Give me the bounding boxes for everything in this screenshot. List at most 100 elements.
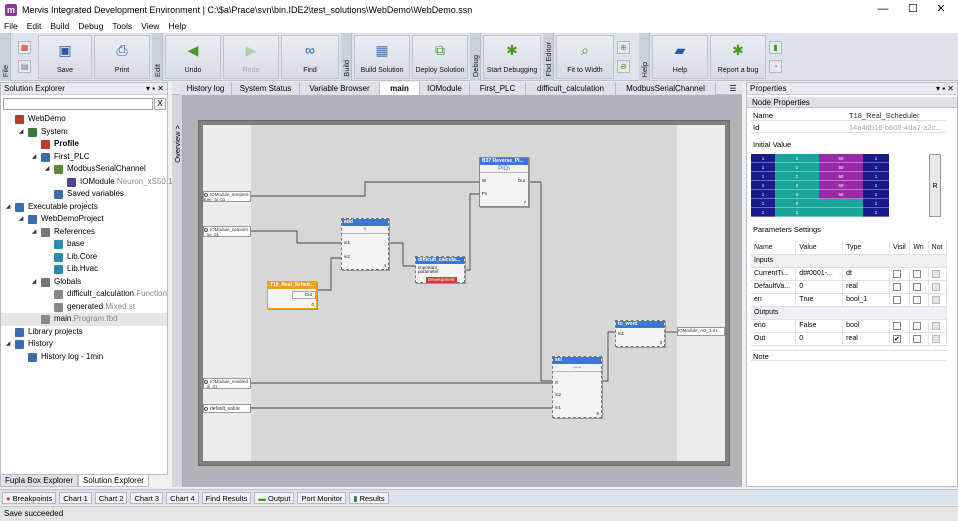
tab-chart-1[interactable]: Chart 1 xyxy=(59,491,92,504)
open-small-button[interactable]: ▦ xyxy=(18,41,31,54)
fit-to-width-button[interactable]: ⌕Fit to Width xyxy=(556,35,614,79)
schedule-cell[interactable]: 1 xyxy=(751,181,775,190)
tab-chart-3[interactable]: Chart 3 xyxy=(130,491,164,504)
tree-item[interactable]: ◢Globals xyxy=(1,276,167,289)
input-setpoint[interactable]: IOModule_setpoint _ao_01 xyxy=(203,226,251,237)
schedule-cell[interactable] xyxy=(889,181,927,190)
tree-item[interactable]: ◢ModbusSerialChannel xyxy=(1,163,167,176)
pin-pv[interactable]: Pv xyxy=(482,191,488,196)
zoom-in-button[interactable]: ⊕ xyxy=(617,41,630,54)
schedule-cell[interactable]: 50 xyxy=(819,163,863,172)
schedule-cell[interactable]: 2 xyxy=(775,154,819,163)
menu-file[interactable]: File xyxy=(4,21,18,31)
input-enabled[interactable]: IOModule_enabled _di_01 xyxy=(203,378,251,389)
tab-first-plc[interactable]: First_PLC xyxy=(470,82,526,95)
tab-chart-2[interactable]: Chart 2 xyxy=(94,491,128,504)
schedule-cell[interactable]: 2 xyxy=(775,181,819,190)
ribbon-group-build[interactable]: Build xyxy=(341,33,352,81)
zoom-out-button[interactable]: ⊖ xyxy=(617,60,630,73)
tab-chart-4[interactable]: Chart 4 xyxy=(166,491,199,504)
redo-button[interactable]: ▶Redo xyxy=(223,35,279,79)
tree-item[interactable]: ◢References xyxy=(1,226,167,239)
schedule-cell[interactable]: 1 xyxy=(751,163,775,172)
schedule-cell[interactable] xyxy=(889,199,927,208)
tree-item[interactable]: Lib.Hvac xyxy=(1,263,167,276)
tree-item[interactable]: main.Program.fbd xyxy=(1,313,167,326)
schedule-cell[interactable]: 2 xyxy=(775,190,819,199)
tab-breakpoints[interactable]: ● Breakpoints xyxy=(2,491,57,504)
tree-item[interactable]: Lib.Core xyxy=(1,251,167,264)
pin-in2[interactable]: in2 xyxy=(344,254,351,259)
visible-checkbox[interactable] xyxy=(892,269,901,278)
tree-item[interactable]: WebDemo xyxy=(1,113,167,126)
tabs-menu-icon[interactable]: ☰ xyxy=(729,84,737,93)
build-solution-button[interactable]: ▦Build Solution xyxy=(354,35,410,79)
input-temperature[interactable]: IOModule_tempera ture_ai_01 xyxy=(203,191,251,202)
block-to-word[interactable]: to_word in1 3 xyxy=(615,320,665,347)
note-row[interactable]: Note xyxy=(751,350,946,361)
ribbon-group-fbd-editor[interactable]: Fbd Editor xyxy=(543,33,554,81)
schedule-cell[interactable]: 2 xyxy=(775,208,819,217)
input-default-value[interactable]: default_value xyxy=(203,404,251,413)
pin-g[interactable]: G xyxy=(555,380,559,385)
menu-help[interactable]: Help xyxy=(168,21,186,31)
schedule-cell[interactable]: 2 xyxy=(775,172,819,181)
schedule-cell[interactable]: 1 xyxy=(863,181,889,190)
expand-arrow-icon[interactable]: ◢ xyxy=(31,278,37,285)
param-row[interactable]: CurrentTi...dt#0001-...dt xyxy=(751,267,948,281)
pin-in2[interactable]: in2 xyxy=(555,392,562,397)
tab-system-status[interactable]: System Status xyxy=(232,82,300,95)
expand-arrow-icon[interactable]: ◢ xyxy=(5,341,11,347)
tab-find-results[interactable]: Find Results xyxy=(201,491,252,504)
tab-iomodule[interactable]: IOModule xyxy=(420,82,470,95)
help-small-button[interactable]: ▮ xyxy=(769,41,782,54)
report-bug-button[interactable]: ✱Report a bug xyxy=(710,35,766,79)
pin-in1[interactable]: in1 xyxy=(555,405,562,410)
pin-out[interactable]: Out xyxy=(304,292,312,297)
schedule-cell[interactable]: 1 xyxy=(863,199,889,208)
expand-arrow-icon[interactable]: ◢ xyxy=(18,128,24,135)
tree-item[interactable]: ◢Executable projects xyxy=(1,201,167,214)
schedule-cell[interactable]: 1 xyxy=(751,154,775,163)
tree-item[interactable]: ◢WebDemoProject xyxy=(1,213,167,226)
reset-schedule-button[interactable]: R xyxy=(929,154,941,217)
pin-w[interactable]: W xyxy=(482,178,487,183)
schedule-cell[interactable]: 1 xyxy=(751,172,775,181)
output-ao[interactable]: IOModule_AO_1.01 xyxy=(677,327,725,336)
write-checkbox[interactable] xyxy=(913,282,922,291)
block-sel[interactable]: sel ⇒⇒ G in2 in1 5 xyxy=(552,356,602,418)
help-button[interactable]: ▰Help xyxy=(652,35,708,79)
new-small-button[interactable]: ▤ xyxy=(18,60,31,73)
overview-toggle[interactable]: Overview > xyxy=(172,95,183,487)
tree-item[interactable]: Library projects xyxy=(1,326,167,339)
panel-controls[interactable]: ▾ ▪ ✕ xyxy=(146,84,164,93)
visible-checkbox[interactable] xyxy=(892,321,901,330)
pin-in1[interactable]: in1 xyxy=(618,331,625,336)
menu-tools[interactable]: Tools xyxy=(112,21,133,31)
visible-checkbox[interactable] xyxy=(892,295,901,304)
tab-modbus-serial-channel[interactable]: ModbusSerialChannel xyxy=(616,82,716,95)
tab-results[interactable]: ▮ Results xyxy=(349,491,389,504)
ribbon-group-edit[interactable]: Edit xyxy=(152,33,163,81)
schedule-cell[interactable]: 50 xyxy=(819,172,863,181)
write-checkbox[interactable] xyxy=(913,334,922,343)
schedule-cell[interactable]: 2 xyxy=(775,199,819,208)
tree-item[interactable]: IOModule.Neuron_xS50.1.0.v xyxy=(1,176,185,189)
schedule-cell[interactable] xyxy=(889,208,927,217)
schedule-cell[interactable] xyxy=(889,154,927,163)
menu-view[interactable]: View xyxy=(141,21,160,31)
write-checkbox[interactable] xyxy=(913,321,922,330)
expand-arrow-icon[interactable]: ◢ xyxy=(44,166,50,172)
maximize-button[interactable]: ☐ xyxy=(908,3,918,15)
pin-in1[interactable]: in1 xyxy=(344,240,351,245)
minimize-button[interactable]: — xyxy=(877,3,889,15)
pin-important-parameter[interactable]: important_ parameter xyxy=(418,265,440,274)
visible-checkbox[interactable] xyxy=(892,282,901,291)
tab-variable-browser[interactable]: Variable Browser xyxy=(300,82,380,95)
schedule-cell[interactable]: 1 xyxy=(863,190,889,199)
save-button[interactable]: ▣Save xyxy=(38,35,92,79)
block-pid[interactable]: B37 Reverse_PI... PID\ W Out Pv 7 xyxy=(479,157,529,207)
schedule-cell[interactable]: 1 xyxy=(751,208,775,217)
